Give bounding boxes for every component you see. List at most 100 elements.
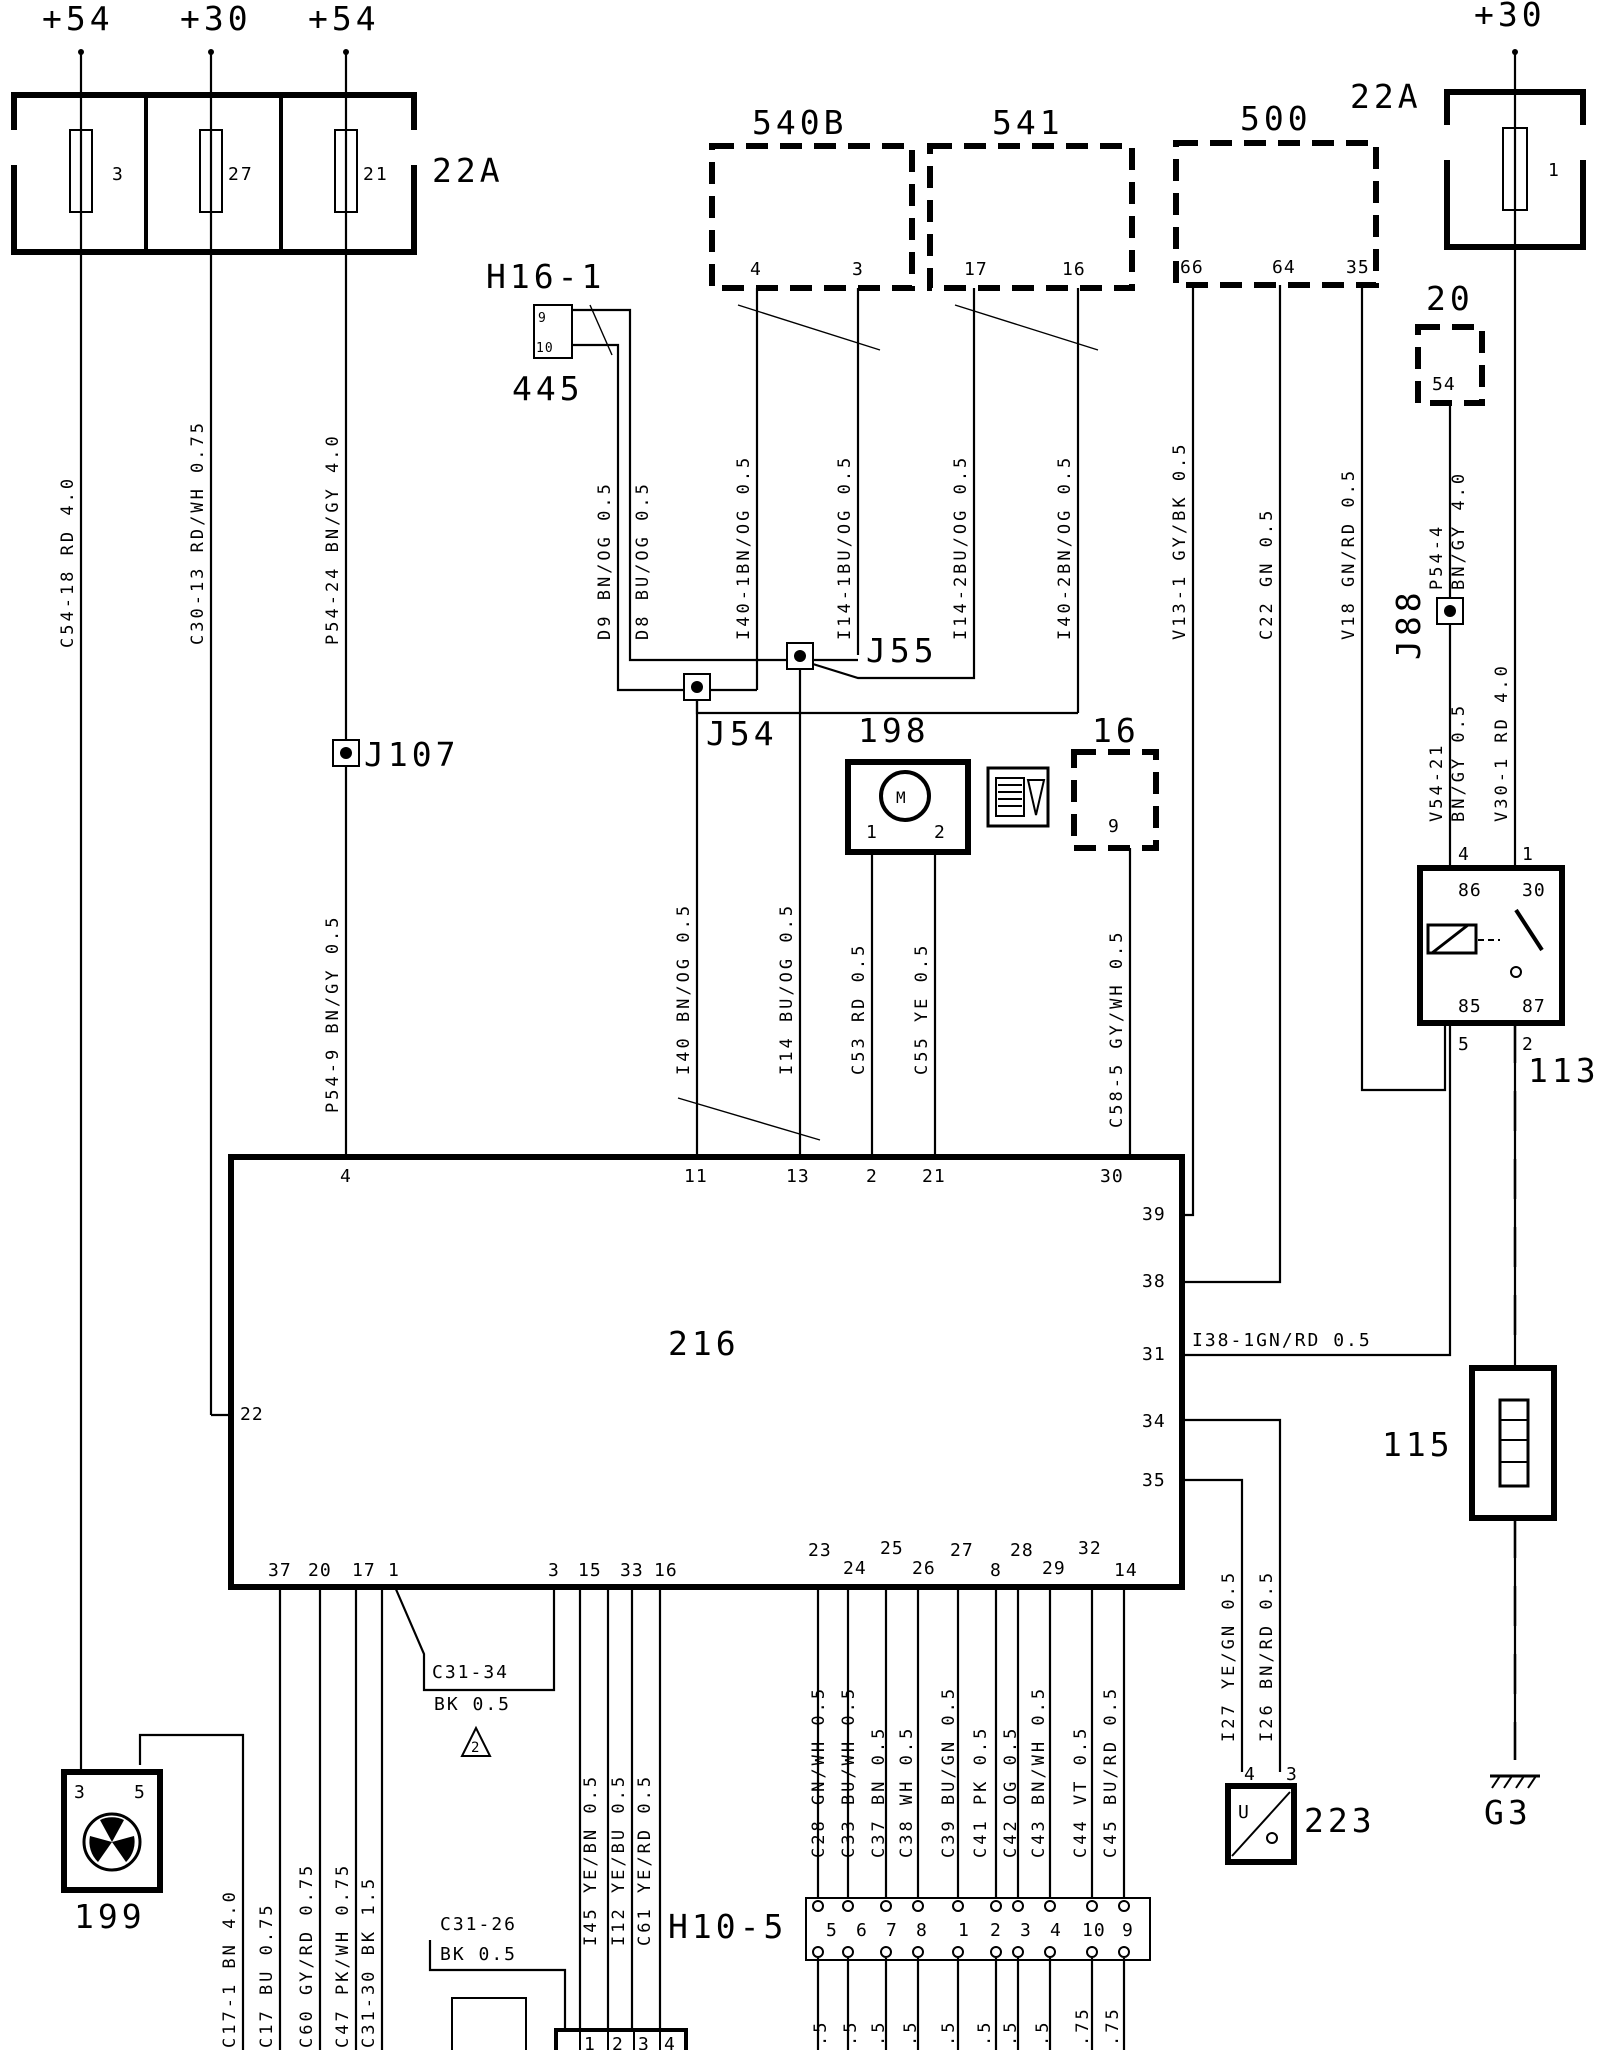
component-20-label: 20 [1426,279,1474,318]
pin-label: 32 [1078,1538,1102,1559]
splice-j55 [786,642,814,670]
wire-label: C39 BU/GN 0.5 [939,1686,959,1858]
pin-label: 37 [268,1560,292,1581]
pin-label: 4 [340,1166,352,1187]
wire-label: C60 GY/RD 0.75 [297,1863,317,2048]
pin-label: 4 [1458,844,1470,865]
wire-label: I14-2BU/OG 0.5 [951,455,971,640]
wire-label: I14 BU/OG 0.5 [777,903,797,1075]
pin-label: 1 [388,1560,400,1581]
pin-label: 4 [1244,1764,1256,1785]
fuse-box-22a: 3 27 21 [0,92,426,255]
wire-label: BN/GY 0.5 [1449,703,1469,822]
pin-label: 3 [1286,1764,1298,1785]
connector-h16 [533,304,573,359]
pin-label: 5 [826,1920,838,1941]
pin-label: 1 [1522,844,1534,865]
ground-wire-size-2: BK 0.5 [440,1944,517,1965]
splice-j107 [332,739,360,767]
component-540b [709,143,915,291]
splice-j107-label: J107 [364,735,459,774]
wire-label: C33 BU/WH 0.5 [839,1686,859,1858]
pin-label: 7 [886,1920,898,1941]
pin-label: 3 [74,1782,86,1803]
pin-label: 25 [880,1538,904,1559]
pin-label: 21 [922,1166,946,1187]
pin-label: 1 [958,1920,970,1941]
pin-label: 2 [1522,1034,1534,1055]
wire-label: C30-13 RD/WH 0.75 [188,420,208,645]
wire-label: C17-1 BN 4.0 [220,1889,240,2048]
wire-label: C37 BN 0.5 [869,1726,889,1858]
pin-label: 9 [1108,816,1120,837]
splice-j55-label: J55 [866,631,938,670]
component-16-label: 16 [1092,711,1140,750]
pin-label: 87 [1522,996,1546,1017]
ground-g3-label: G3 [1484,1793,1532,1832]
wire-label: C17 BU 0.75 [257,1902,277,2048]
component-500 [1173,140,1379,288]
supply-label-30a: +30 [180,0,252,38]
wire-label: C53 RD 0.5 [849,943,869,1075]
wire-label: I14-1BU/OG 0.5 [835,455,855,640]
pin-label: 9 [538,311,547,326]
pin-label: 29 [1042,1558,1066,1579]
wire-label: C42 OG 0.5 [1001,1726,1021,1858]
fuse-27-label: 27 [228,164,254,185]
wire-label: C55 YE 0.5 [912,943,932,1075]
sun-icon [1266,1832,1278,1844]
wire-label: .75 [1073,2006,1093,2046]
connector-h10-pins: 5 6 7 8 1 2 3 4 10 9 [826,1920,1133,1941]
wire-label: C45 BU/RD 0.5 [1101,1686,1121,1858]
component-115-label: 115 [1382,1425,1454,1464]
sensor-223-label: 223 [1304,1801,1376,1840]
pin-label: 16 [1062,259,1086,280]
fuse-1-label: 1 [1548,160,1561,181]
pin-label: 33 [620,1560,644,1581]
pin-label: 64 [1272,257,1296,278]
pin-label: 10 [536,341,554,356]
component-541-label: 541 [992,103,1064,142]
component-500-label: 500 [1240,99,1312,138]
pin-label: 27 [950,1540,974,1561]
wire-label: .5 [1001,2020,1021,2046]
fan-199-label: 199 [74,1897,146,1936]
wire-label: C41 PK 0.5 [971,1726,991,1858]
component-16 [1071,749,1159,851]
pin-label: 30 [1100,1166,1124,1187]
wire-label: C58-5 GY/WH 0.5 [1107,929,1127,1128]
wire-label: I40-1BN/OG 0.5 [734,455,754,640]
sensor-223 [1225,1783,1297,1865]
pin-label: 31 [1142,1344,1166,1365]
wire-label: BN/GY 4.0 [1449,471,1469,590]
pin-label: 16 [654,1560,678,1581]
wire-label: C54-18 RD 4.0 [58,476,78,648]
fuse-21-label: 21 [363,164,389,185]
wire-label: P54-9 BN/GY 0.5 [323,914,343,1113]
motor-icon [879,770,931,822]
pin-label: 26 [912,1558,936,1579]
pin-label: 2 [612,2034,624,2050]
ecu-right-pins: 39 38 31 34 35 [1142,1204,1166,1491]
fuse-box-label: 22A [432,151,504,190]
pin-label: 3 [548,1560,560,1581]
wire-label: .5 [869,2020,889,2046]
splice-j54 [683,673,711,701]
pin-label: 8 [916,1920,928,1941]
pin-label: 66 [1180,257,1204,278]
wire-label: I45 YE/BN 0.5 [581,1774,601,1946]
wire-label: .75 [1103,2006,1123,2046]
pin-label: 8 [990,1560,1002,1581]
pin-label: 2 [866,1166,878,1187]
pin-label: 3 [1020,1920,1032,1941]
relay-113-label: 113 [1528,1051,1600,1090]
wire-label: I38-1GN/RD 0.5 [1192,1330,1372,1351]
pin-label: 86 [1458,880,1482,901]
fan-199 [61,1769,163,1893]
relay-coil-icon [1426,908,1544,978]
ecu-top-pins: 4 11 13 2 21 30 [340,1166,1124,1187]
wire-label: C61 YE/RD 0.5 [635,1774,655,1946]
supply-label-30b: +30 [1474,0,1546,34]
wire-label: .5 [939,2020,959,2046]
wire-label: .5 [841,2020,861,2046]
